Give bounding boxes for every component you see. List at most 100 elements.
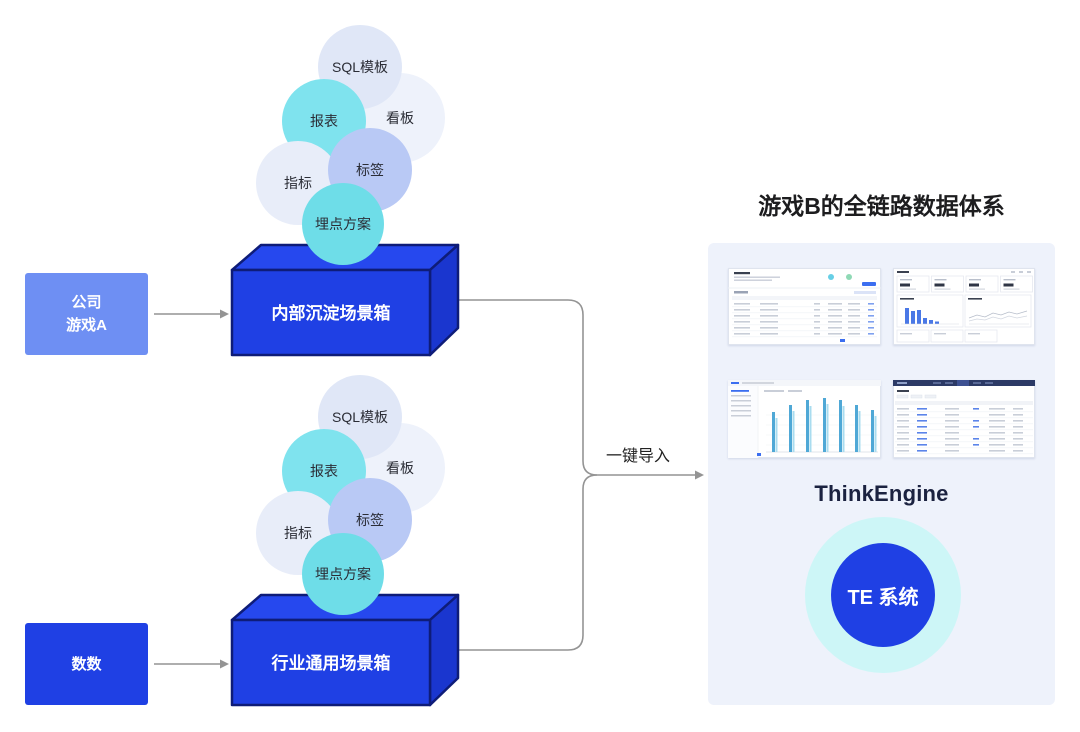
thumb-cell <box>989 408 1005 410</box>
scene-box-internal-front-face <box>230 268 432 357</box>
thumb-cell-link <box>973 420 979 422</box>
thumb-sidebar <box>728 386 758 458</box>
thumb-cell <box>897 426 909 428</box>
thumb-cell-link <box>917 450 927 452</box>
thumb-filter <box>734 291 748 294</box>
thumb-cell <box>814 327 820 329</box>
thumb-cell-link <box>868 309 874 311</box>
thumb-bar <box>871 410 874 452</box>
thumb-sidebar-item <box>731 410 751 412</box>
screenshot-thumbnail-event-table <box>728 268 881 345</box>
thumb-title <box>897 390 909 392</box>
thumb-cell <box>989 420 1005 422</box>
thumb-cell <box>945 426 959 428</box>
thumb-cell <box>848 321 860 323</box>
thumb-cell-link <box>917 408 927 410</box>
thumb-cell <box>1013 432 1023 434</box>
thumb-bar-secondary <box>775 418 778 452</box>
thumb-stat-label <box>1003 279 1016 281</box>
thumb-cell-link <box>973 426 979 428</box>
import-arrow-label: 一键导入 <box>606 448 671 465</box>
thumb-subtitle <box>734 279 772 281</box>
thumb-cell <box>897 450 909 452</box>
thumb-cell <box>945 414 959 416</box>
thumb-subtitle <box>734 276 780 278</box>
thumb-cell <box>814 321 820 323</box>
thumb-cell <box>945 408 959 410</box>
thumb-cell <box>1013 444 1023 446</box>
thumb-cell <box>945 450 959 452</box>
thumb-cell <box>734 327 750 329</box>
thumb-sidebar-item <box>731 395 751 397</box>
thumb-cell <box>989 450 1005 452</box>
thumb-cell <box>897 420 909 422</box>
thumb-cell <box>760 327 778 329</box>
thumb-cell <box>1013 414 1023 416</box>
thumb-bar <box>929 320 933 324</box>
thumb-bar <box>917 310 921 324</box>
thumb-stat-note <box>969 288 985 290</box>
thumb-bar-secondary <box>858 411 861 452</box>
thumb-cell <box>760 333 778 335</box>
thumb-cell <box>848 309 860 311</box>
thumb-mini-card <box>896 329 930 343</box>
thumb-bar <box>923 318 927 324</box>
scene-box-internal <box>230 243 460 357</box>
thumb-logo <box>731 382 739 384</box>
thumb-toolbar <box>764 390 784 392</box>
bubble-tracking-plan: 埋点方案 <box>302 183 384 265</box>
thumb-cell <box>828 327 842 329</box>
thumb-cell <box>848 327 860 329</box>
thumb-cell <box>989 426 1005 428</box>
thumb-mini-card-text <box>968 333 980 335</box>
thumb-cell-link <box>917 432 927 434</box>
thumb-cell <box>760 303 778 305</box>
thumb-cell <box>1013 438 1023 440</box>
thumb-cell-link <box>917 420 927 422</box>
thumb-cell-link <box>868 315 874 317</box>
thumb-bar <box>806 400 809 452</box>
thumb-mini-card <box>930 329 964 343</box>
scene-box-industry <box>230 593 460 707</box>
thumb-cell <box>814 333 820 335</box>
thumb-filter-chip <box>910 394 923 399</box>
thumb-mini-card-text <box>900 333 912 335</box>
thumb-nav-tab <box>933 382 941 384</box>
thumb-cell <box>989 438 1005 440</box>
thumb-cell <box>760 315 778 317</box>
thumb-cell <box>989 414 1005 416</box>
thumb-toolbar-icon <box>1027 271 1031 273</box>
source-box-company-game-a: 公司 游戏A <box>25 273 148 355</box>
thumb-cell <box>945 420 959 422</box>
thumb-cell <box>848 315 860 317</box>
thumb-cell <box>1013 426 1023 428</box>
thumb-top-bar <box>728 380 881 386</box>
thumb-sidebar-item-active <box>731 390 749 392</box>
thumb-stat-value <box>900 283 910 287</box>
thumb-cell-link <box>973 408 979 410</box>
thumb-sidebar-item <box>731 415 751 417</box>
thumb-toolbar-icon <box>1011 271 1015 273</box>
thumb-nav-tab <box>945 382 953 384</box>
thumb-chart-icon <box>846 274 852 280</box>
thumb-sidebar-item <box>731 405 751 407</box>
thumb-cell <box>760 321 778 323</box>
thumb-cell <box>848 333 860 335</box>
thumb-bar-secondary <box>842 406 845 452</box>
arrowhead-import <box>695 470 704 480</box>
thumb-bar <box>935 321 939 324</box>
bubble-sql-template: SQL模板 <box>318 25 402 109</box>
thumb-stat-note <box>900 288 916 290</box>
screenshot-thumbnail-data-table <box>893 380 1035 458</box>
thumb-line-series <box>968 310 1028 319</box>
thumb-cell <box>1013 450 1023 452</box>
thumb-stat-note <box>1003 288 1020 290</box>
thumb-title <box>734 272 750 275</box>
thumb-chart-title <box>900 298 914 300</box>
thumb-cell <box>848 303 860 305</box>
thumb-bar-secondary <box>826 404 829 452</box>
thumb-cell <box>828 321 842 323</box>
thumb-nav-tab <box>985 382 993 384</box>
thumb-cell-link <box>868 327 874 329</box>
